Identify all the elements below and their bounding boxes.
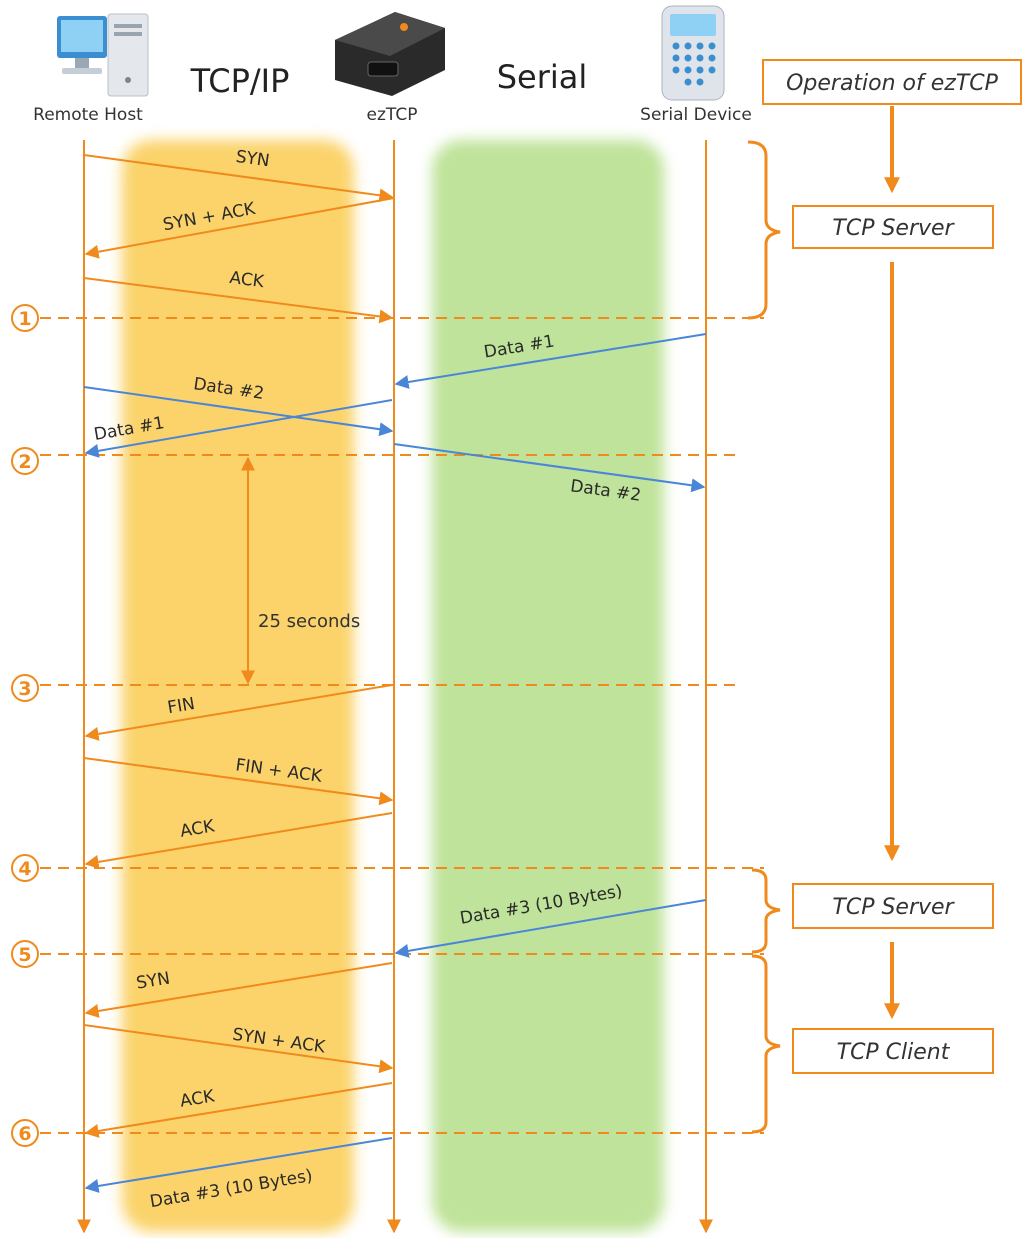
svg-text:3: 3 (18, 678, 31, 700)
tcpip-section-label: TCP/IP (190, 62, 290, 100)
message-arrow-ack (83, 277, 394, 324)
remote-host-label: Remote Host (33, 105, 143, 125)
eztcp-label: ezTCP (367, 105, 418, 125)
svg-text:2: 2 (18, 451, 31, 473)
message-arrow-syn-ack-2 (83, 1024, 394, 1074)
svg-text:5: 5 (18, 944, 31, 966)
eztcp-device-icon (335, 12, 445, 96)
serial-section-label: Serial (497, 58, 588, 96)
state-label-2: TCP Server (832, 895, 955, 920)
serial-device-label: Serial Device (640, 105, 752, 125)
step-marker-1: 1 (11, 304, 39, 332)
state-label-1: TCP Server (832, 216, 955, 241)
message-arrow-data2-eztcp (83, 386, 394, 437)
step-marker-3: 3 (11, 674, 39, 702)
message-arrow-data3-remote (84, 1137, 393, 1193)
step-marker-4: 4 (11, 854, 39, 882)
message-arrow-ack-2 (84, 812, 393, 869)
message-arrow-fin (84, 684, 393, 741)
message-label-syn: SYN (235, 147, 271, 171)
bracket-2 (751, 868, 781, 954)
message-arrow-syn-ack (84, 197, 395, 259)
svg-text:1: 1 (18, 308, 31, 330)
state-brackets (747, 140, 781, 1134)
computer-icon (57, 13, 149, 97)
timeout-label: 25 seconds (258, 611, 360, 632)
message-arrow-syn (83, 154, 394, 203)
bracket-1 (747, 140, 781, 320)
message-arrow-syn-2 (84, 962, 393, 1018)
message-arrow-data3-serial (394, 899, 707, 958)
state-label-3: TCP Client (837, 1040, 951, 1065)
svg-text:6: 6 (18, 1123, 31, 1145)
message-arrow-data1-serial (394, 333, 707, 389)
step-markers: 1 2 3 4 5 6 (11, 304, 39, 1147)
message-arrow-ack-3 (84, 1082, 393, 1138)
step-marker-2: 2 (11, 447, 39, 475)
bracket-3 (751, 954, 781, 1134)
step-marker-5: 5 (11, 940, 39, 968)
serial-device-icon (661, 5, 725, 101)
operation-title-box (762, 59, 1022, 105)
state-box-2 (792, 883, 994, 929)
state-box-1 (792, 205, 994, 249)
svg-text:4: 4 (18, 858, 31, 880)
message-label-fin: FIN (166, 694, 196, 718)
message-arrow-fin-ack (83, 757, 394, 806)
state-box-3 (792, 1028, 994, 1074)
message-label-ack: ACK (228, 268, 265, 292)
message-arrow-data2-serial (393, 443, 706, 493)
message-arrow-data1-remote (84, 399, 393, 458)
operation-title: Operation of ezTCP (786, 71, 999, 96)
step-marker-6: 6 (11, 1119, 39, 1147)
